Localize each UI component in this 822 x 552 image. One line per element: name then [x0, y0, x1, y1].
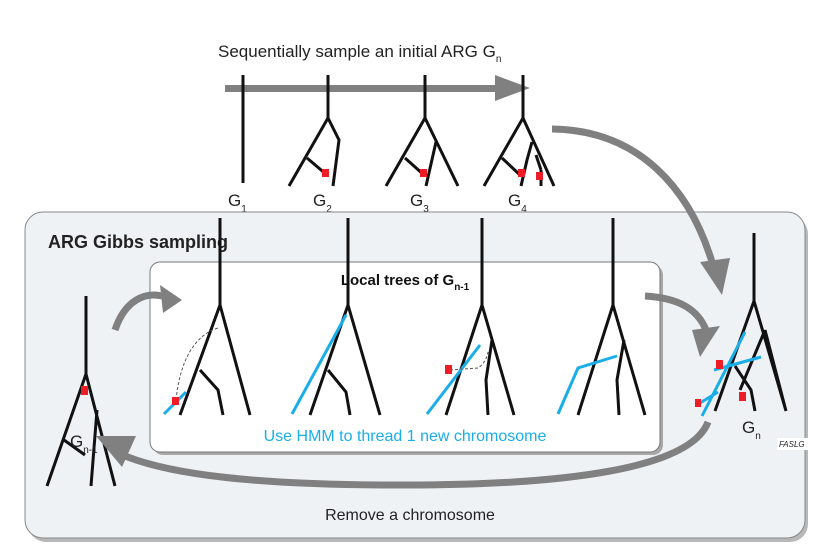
- tree-gn: [695, 233, 788, 417]
- sequential-arrow: [225, 75, 530, 101]
- recombination-marker: [420, 169, 427, 177]
- gibbs-title: ARG Gibbs sampling: [48, 232, 228, 252]
- recombination-marker: [536, 172, 543, 180]
- top-label: Sequentially sample an initial ARG Gn: [218, 42, 501, 65]
- local-trees-title: Local trees of Gn-1: [341, 272, 470, 293]
- local-tree-1: [162, 218, 252, 416]
- arrow-to-local-trees: [111, 285, 182, 332]
- g3-label: G3: [410, 191, 429, 215]
- tree-g3: [384, 75, 460, 187]
- arrow-local-to-gn: [644, 292, 720, 357]
- arrow-to-gn: [551, 125, 730, 295]
- gn-label: Gn: [742, 418, 761, 442]
- tree-g4: [482, 75, 556, 187]
- recombination-marker: [716, 360, 723, 369]
- arrow-remove-chromosome: [96, 420, 712, 489]
- remove-label: Remove a chromosome: [325, 507, 495, 524]
- local-tree-2: [290, 218, 382, 416]
- local-tree-3: [425, 218, 516, 416]
- recombination-marker: [739, 392, 746, 401]
- tree-g2: [287, 75, 341, 187]
- local-tree-4: [556, 218, 647, 416]
- corner-tag-bg: [777, 438, 817, 450]
- local-trees-box: [149, 261, 661, 453]
- recombination-marker: [695, 399, 701, 407]
- thread-label: Use HMM to thread 1 new chromosome: [264, 428, 547, 445]
- g1-label: G1: [228, 191, 247, 215]
- recombination-marker: [445, 365, 452, 374]
- recombination-marker: [81, 386, 88, 395]
- g2-label: G2: [313, 191, 332, 215]
- tree-gn-minus-1: [45, 296, 117, 487]
- g4-label: G4: [508, 191, 527, 215]
- gn-minus-1-label: Gn-1: [70, 432, 98, 456]
- corner-tag: FASLG: [779, 440, 805, 449]
- recombination-marker: [518, 169, 525, 177]
- recombination-marker: [322, 169, 329, 177]
- recombination-marker: [172, 397, 179, 405]
